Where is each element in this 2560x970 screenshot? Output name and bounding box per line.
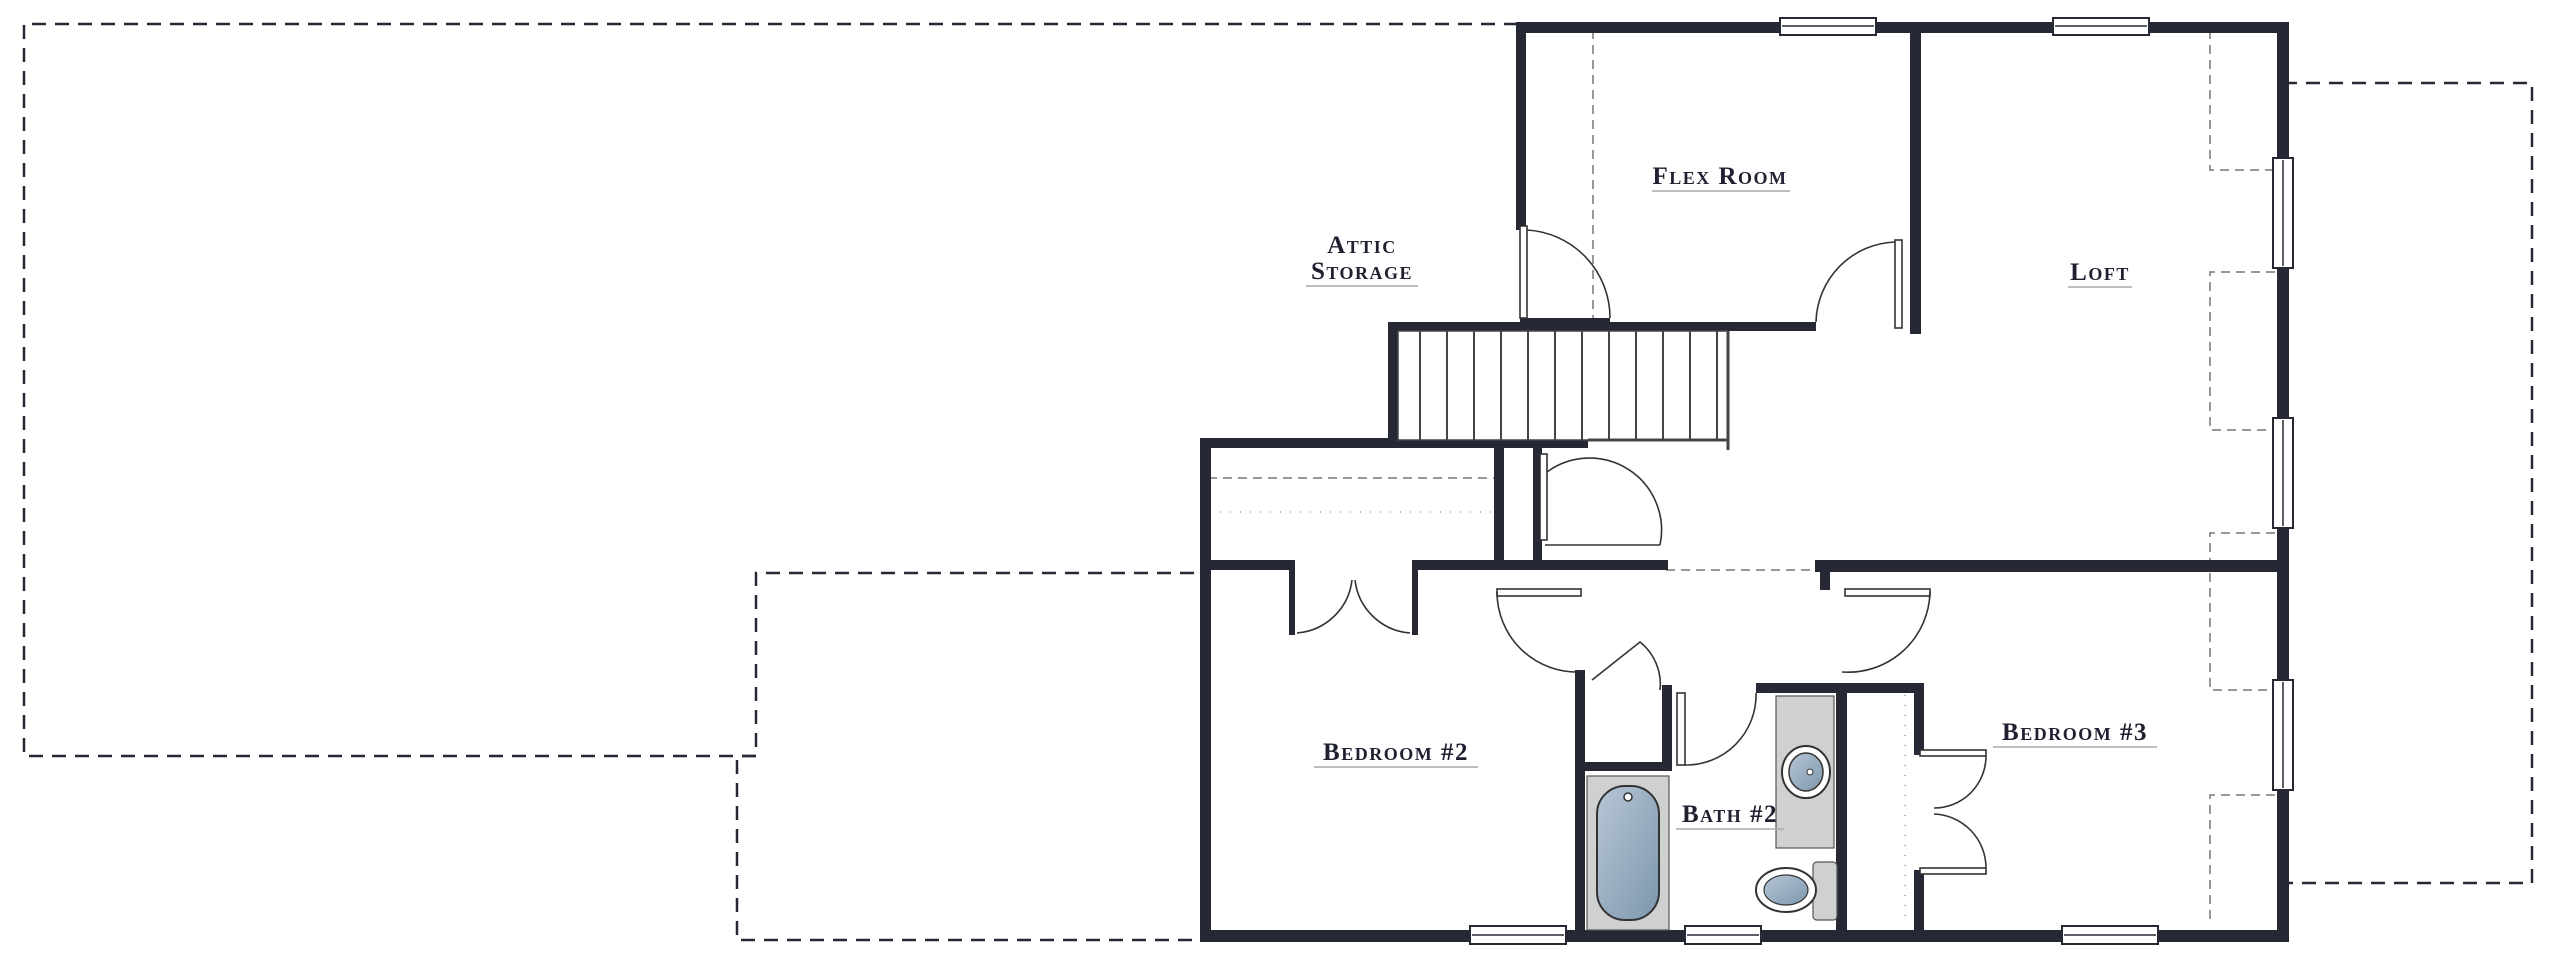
label-bedroom-3: Bedroom #3 <box>2002 719 2148 746</box>
label-bedroom-2: Bedroom #2 <box>1323 739 1469 766</box>
doors <box>1296 225 1987 875</box>
ceiling-lines <box>1208 30 2275 925</box>
label-flex-room: Flex Room <box>1652 163 1787 190</box>
bath-fixtures <box>1586 695 1838 931</box>
label-loft: Loft <box>2070 259 2130 286</box>
label-attic-line2: Storage <box>1311 258 1413 285</box>
stairs <box>1397 330 1730 450</box>
label-attic-line1: Attic <box>1327 232 1397 259</box>
room-labels: Flex Room Attic Storage Loft Bedroom #2 … <box>1306 163 2157 830</box>
windows <box>1469 17 2294 945</box>
label-bath-2: Bath #2 <box>1682 801 1778 828</box>
attic-outline <box>22 22 2534 942</box>
